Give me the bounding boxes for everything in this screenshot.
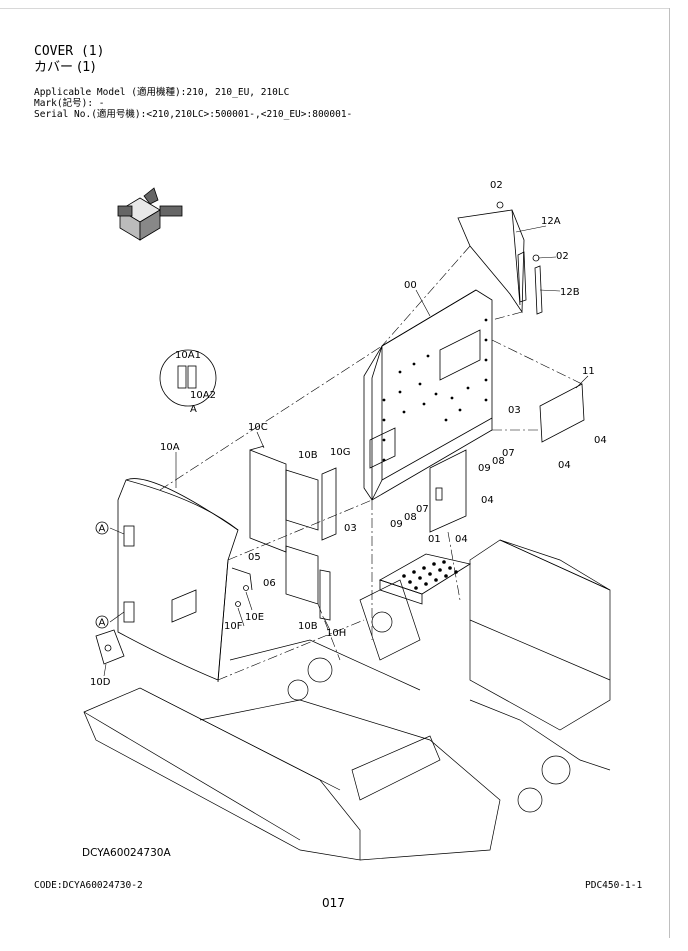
callout-05: 05	[248, 552, 261, 563]
plate-01	[429, 449, 467, 533]
callout-02: 02	[490, 180, 503, 191]
frame-line	[0, 8, 670, 9]
callout-10h: 10H	[326, 628, 346, 639]
footer-ref: PDC450-1-1	[585, 880, 643, 891]
base-frame	[83, 539, 611, 861]
page-title: COVER (1)	[34, 44, 105, 59]
callout-12b: 12B	[560, 287, 580, 298]
strip-12b	[534, 265, 543, 315]
callout-01: 01	[428, 534, 441, 545]
phantom-lines	[159, 245, 583, 681]
step-plate	[379, 553, 472, 605]
callout-06: 06	[263, 578, 276, 589]
callout-03: 03	[508, 405, 521, 416]
washer-10e	[235, 601, 241, 607]
callout-10e: 10E	[245, 612, 264, 623]
detail-circle	[159, 349, 217, 407]
callout-07: 07	[416, 504, 429, 515]
callout-04: 04	[594, 435, 607, 446]
pad-10b	[285, 469, 319, 605]
cover-12a	[457, 209, 527, 314]
footer-code: CODE:DCYA60024730-2	[34, 880, 143, 891]
callout-04: 04	[558, 460, 571, 471]
callout-10a: 10A	[160, 442, 180, 453]
handle-10d	[95, 629, 125, 665]
mark: Mark(記号): -	[34, 98, 105, 109]
page-number: 017	[322, 896, 345, 910]
callout-09: 09	[478, 463, 491, 474]
applicable-model: Applicable Model (適用機種):210, 210_EU, 210…	[34, 87, 290, 98]
callout-04: 04	[481, 495, 494, 506]
serial-number: Serial No.(適用号機):<210,210LC>:500001-,<21…	[34, 109, 353, 120]
callout-07: 07	[502, 448, 515, 459]
orientation-cube-icon	[117, 187, 183, 241]
step-holes	[402, 560, 458, 590]
pad-10g	[321, 467, 337, 541]
callout-10a1: 10A1	[175, 350, 201, 361]
callout-10g: 10G	[330, 447, 350, 458]
page-subtitle: カバー (1)	[34, 60, 96, 75]
callout-00: 00	[404, 280, 417, 291]
pad-10h	[319, 569, 331, 621]
cover-11	[539, 383, 585, 443]
callout-10a2: 10A2	[190, 390, 216, 401]
pad-10c	[249, 445, 287, 553]
callout-10d: 10D	[90, 677, 111, 688]
callout-04: 04	[455, 534, 468, 545]
callout-08: 08	[404, 512, 417, 523]
callout-10b: 10B	[298, 450, 318, 461]
callout-a: A	[190, 404, 197, 415]
nut-06	[243, 585, 249, 591]
callout-08: 08	[492, 456, 505, 467]
svg-text:A: A	[99, 618, 106, 629]
panel-00	[363, 289, 493, 501]
callout-09: 09	[390, 519, 403, 530]
section-marker-a: A	[95, 615, 109, 629]
section-marker-a: A	[95, 521, 109, 535]
callout-03: 03	[344, 523, 357, 534]
callout-labels: 02 12A 02 12B 00 11 03 04 07 08 09 04 04…	[90, 180, 607, 688]
callout-10c: 10C	[248, 422, 268, 433]
svg-text:A: A	[99, 524, 106, 535]
panel-holes	[382, 318, 488, 462]
side-cover-10a	[117, 478, 239, 683]
callout-02: 02	[556, 251, 569, 262]
bolt-02	[496, 201, 504, 209]
callout-12a: 12A	[541, 216, 561, 227]
leader-lines	[103, 225, 589, 677]
callout-10f: 10F	[224, 621, 243, 632]
callout-11: 11	[582, 366, 595, 377]
frame-line	[669, 8, 670, 938]
callout-10b: 10B	[298, 621, 318, 632]
bracket-05	[231, 567, 253, 591]
drawing-code: DCYA60024730A	[82, 847, 171, 859]
